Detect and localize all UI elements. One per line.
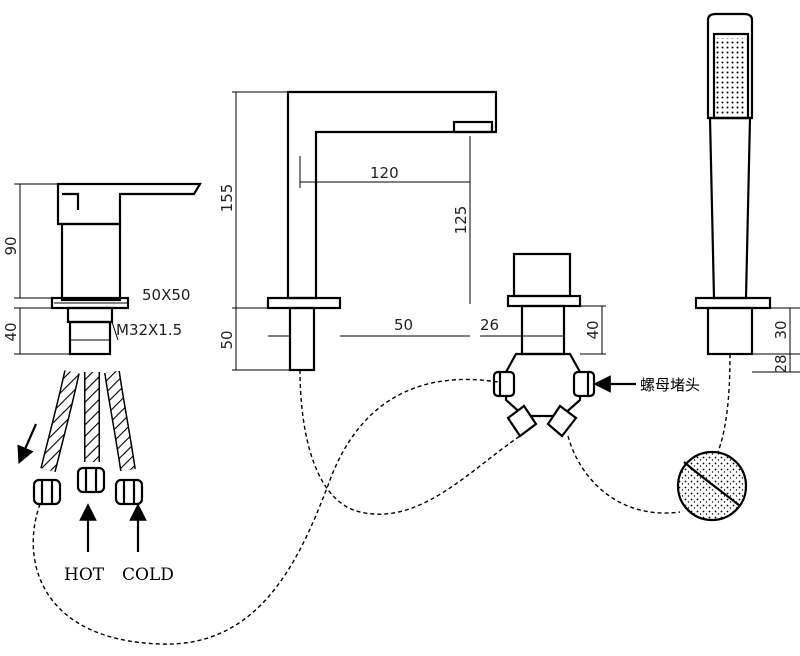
- lever-thread-dim: M32X1.5: [116, 321, 182, 339]
- supply-hoses: HOT COLD: [17, 370, 174, 585]
- holder-shank-dim: 30: [772, 320, 790, 339]
- nut-plug-label: 螺母堵头: [640, 376, 700, 394]
- lever-height-dim: 90: [2, 236, 20, 255]
- spout-height-dim: 155: [218, 184, 236, 213]
- lever-shank-dim: 40: [2, 322, 20, 341]
- flow-arrow-icon: [17, 423, 38, 465]
- shower-hose: [32, 353, 731, 645]
- cold-label: COLD: [122, 565, 174, 585]
- holder-width-dim: 28: [772, 354, 790, 373]
- diverter-width-dim: 26: [480, 316, 499, 334]
- hot-label: HOT: [64, 565, 105, 585]
- hand-shower: 30 28: [694, 12, 800, 374]
- diverter-shank-dim: 40: [584, 320, 602, 339]
- hose-weight-ball: [676, 450, 748, 522]
- spout-outlet-dim: 125: [452, 206, 470, 235]
- bath-spout: 155 120 125 50 50: [218, 90, 498, 372]
- mixer-lever: 90 50X50 40 M32X1.5: [2, 182, 202, 356]
- spout-shank-dim: 50: [218, 330, 236, 349]
- shower-nozzle-grid: [716, 38, 746, 114]
- spout-pitch-dim: 50: [394, 316, 413, 334]
- diverter-valve: 26 40 螺母堵头: [480, 252, 700, 438]
- spout-reach-dim: 120: [370, 164, 399, 182]
- lever-base-dim: 50X50: [142, 286, 190, 304]
